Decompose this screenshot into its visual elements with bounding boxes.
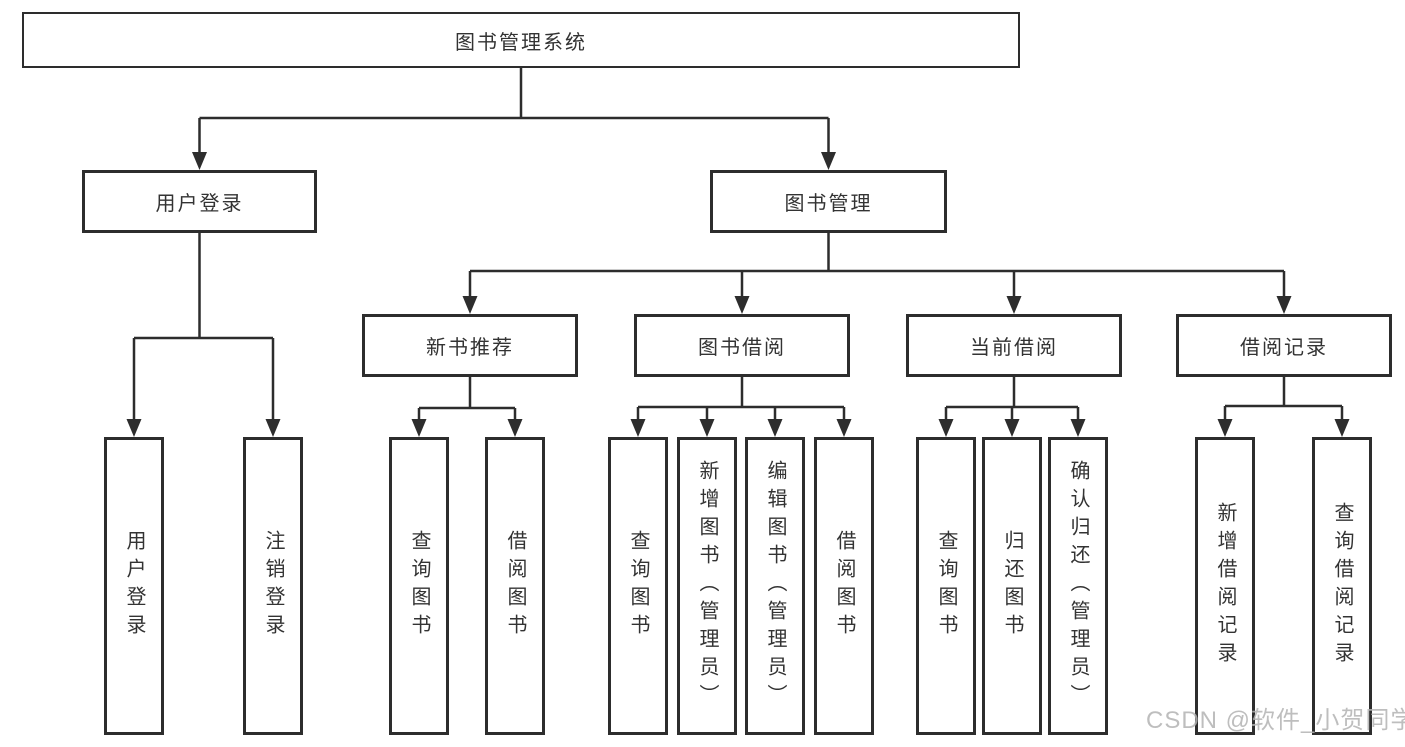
leaf-query-books-recommend: 查询图书 bbox=[389, 437, 449, 735]
leaf-add-book-admin: 新增图书（管理员） bbox=[677, 437, 737, 735]
node-new-book-recommend: 新书推荐 bbox=[362, 314, 578, 377]
node-label: 用户登录 bbox=[123, 530, 145, 642]
leaf-return-book: 归还图书 bbox=[982, 437, 1042, 735]
node-label: 查询图书 bbox=[627, 530, 649, 642]
node-label: 借阅图书 bbox=[833, 530, 855, 642]
leaf-query-borrow-record: 查询借阅记录 bbox=[1312, 437, 1372, 735]
node-label: 编辑图书（管理员） bbox=[764, 460, 786, 712]
node-label: 新增图书（管理员） bbox=[696, 460, 718, 712]
node-label: 借阅记录 bbox=[1240, 337, 1328, 359]
node-label: 注销登录 bbox=[262, 530, 284, 642]
node-label: 查询图书 bbox=[935, 530, 957, 642]
node-label: 当前借阅 bbox=[970, 337, 1058, 359]
node-label: 归还图书 bbox=[1001, 530, 1023, 642]
node-label: 查询图书 bbox=[408, 530, 430, 642]
node-label: 新增借阅记录 bbox=[1214, 502, 1236, 670]
leaf-borrow-books-recommend: 借阅图书 bbox=[485, 437, 545, 735]
leaf-query-books-borrowing: 查询图书 bbox=[608, 437, 668, 735]
leaf-edit-book-admin: 编辑图书（管理员） bbox=[745, 437, 805, 735]
leaf-query-books-current: 查询图书 bbox=[916, 437, 976, 735]
leaf-borrow-books-borrowing: 借阅图书 bbox=[814, 437, 874, 735]
node-user-login-group: 用户登录 bbox=[82, 170, 317, 233]
node-label: 图书借阅 bbox=[698, 337, 786, 359]
node-borrowing-records: 借阅记录 bbox=[1176, 314, 1392, 377]
node-label: 确认归还（管理员） bbox=[1067, 460, 1089, 712]
node-label: 图书管理系统 bbox=[455, 31, 587, 54]
connector-paths bbox=[132, 68, 1344, 423]
leaf-user-login: 用户登录 bbox=[104, 437, 164, 735]
arrowhead-icons bbox=[126, 152, 1350, 437]
node-label: 查询借阅记录 bbox=[1331, 502, 1353, 670]
node-label: 新书推荐 bbox=[426, 337, 514, 359]
node-root: 图书管理系统 bbox=[22, 12, 1020, 68]
leaf-add-borrow-record: 新增借阅记录 bbox=[1195, 437, 1255, 735]
node-label: 图书管理 bbox=[784, 193, 873, 215]
node-label: 用户登录 bbox=[155, 193, 244, 215]
node-label: 借阅图书 bbox=[504, 530, 526, 642]
leaf-logout: 注销登录 bbox=[243, 437, 303, 735]
node-book-management: 图书管理 bbox=[710, 170, 947, 233]
node-book-borrowing: 图书借阅 bbox=[634, 314, 850, 377]
node-current-borrowing: 当前借阅 bbox=[906, 314, 1122, 377]
leaf-confirm-return-admin: 确认归还（管理员） bbox=[1048, 437, 1108, 735]
